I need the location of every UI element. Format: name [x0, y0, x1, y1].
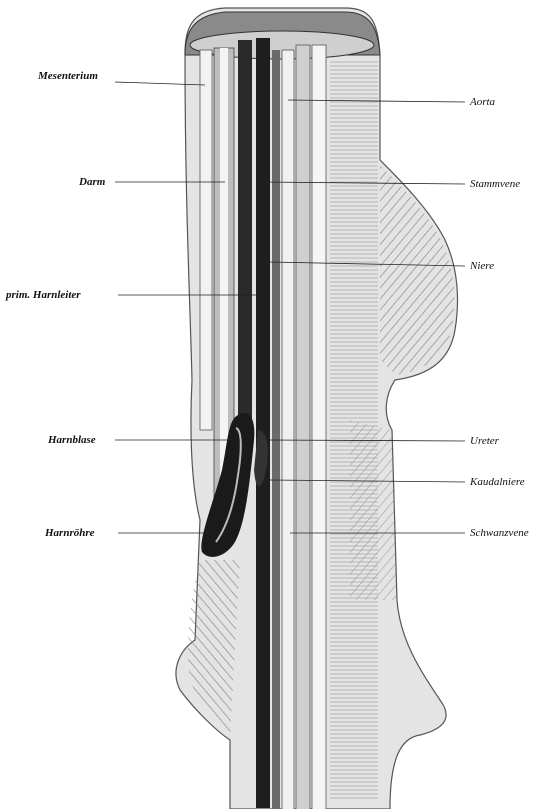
dark-tube-left	[238, 40, 252, 440]
mesenterium-tube	[200, 50, 212, 430]
label-harnroehre: Harnröhre	[45, 527, 95, 539]
label-stammvene: Stammvene	[470, 178, 520, 190]
label-prim-harnleiter: prim. Harnleiter	[6, 289, 81, 301]
label-mesenterium: Mesenterium	[38, 70, 98, 82]
label-ureter: Ureter	[470, 435, 499, 447]
label-darm: Darm	[79, 176, 105, 188]
dark-tube-main	[256, 38, 270, 808]
label-kaudalniere: Kaudalniere	[470, 476, 525, 488]
niere-tube	[296, 45, 310, 809]
label-niere: Niere	[470, 260, 494, 272]
schwanzvene-tube	[312, 45, 326, 809]
label-harnblase: Harnblase	[48, 434, 96, 446]
right-fin-hatching	[380, 165, 455, 375]
label-aorta: Aorta	[470, 96, 495, 108]
label-schwanzvene: Schwanzvene	[470, 527, 529, 539]
aorta-tube	[282, 50, 294, 809]
segment-band	[330, 60, 378, 800]
mid-tube	[272, 50, 280, 809]
